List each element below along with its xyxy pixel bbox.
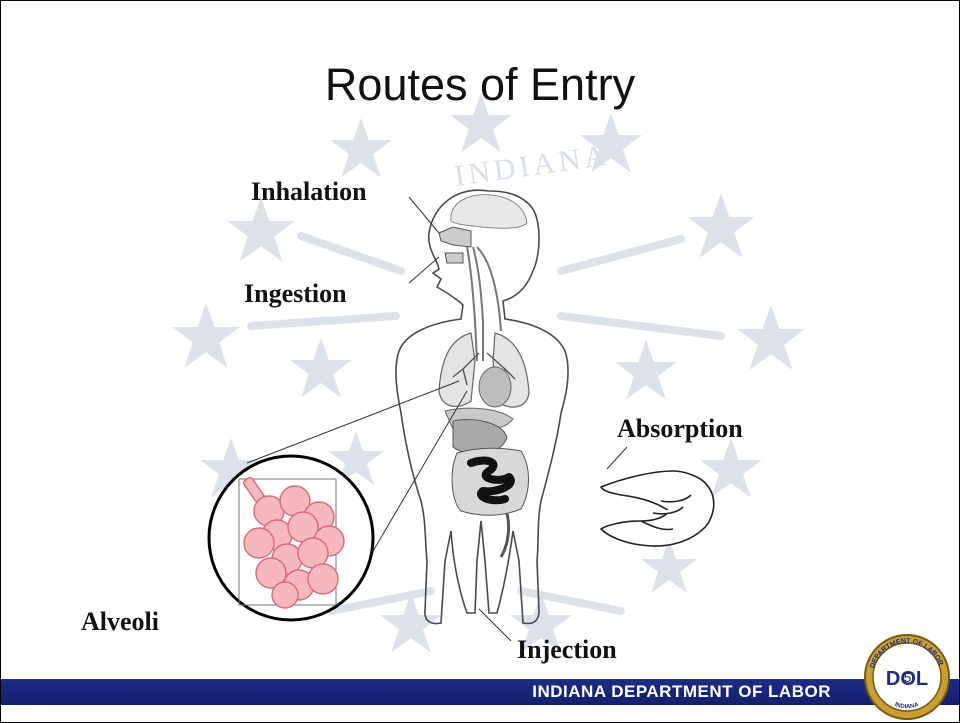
body-outline — [396, 190, 568, 623]
label-absorption: Absorption — [617, 414, 743, 444]
heart — [479, 367, 511, 407]
brain — [451, 195, 527, 228]
label-injection: Injection — [517, 635, 617, 665]
hand-illustration — [601, 471, 714, 546]
alveoli-magnifier — [209, 456, 373, 620]
label-inhalation: Inhalation — [251, 177, 367, 207]
footer-text: INDIANA DEPARTMENT OF LABOR — [532, 682, 831, 702]
slide-number: 5 — [904, 670, 911, 685]
label-alveoli: Alveoli — [81, 607, 159, 637]
airway — [439, 227, 471, 263]
label-ingestion: Ingestion — [244, 279, 347, 309]
